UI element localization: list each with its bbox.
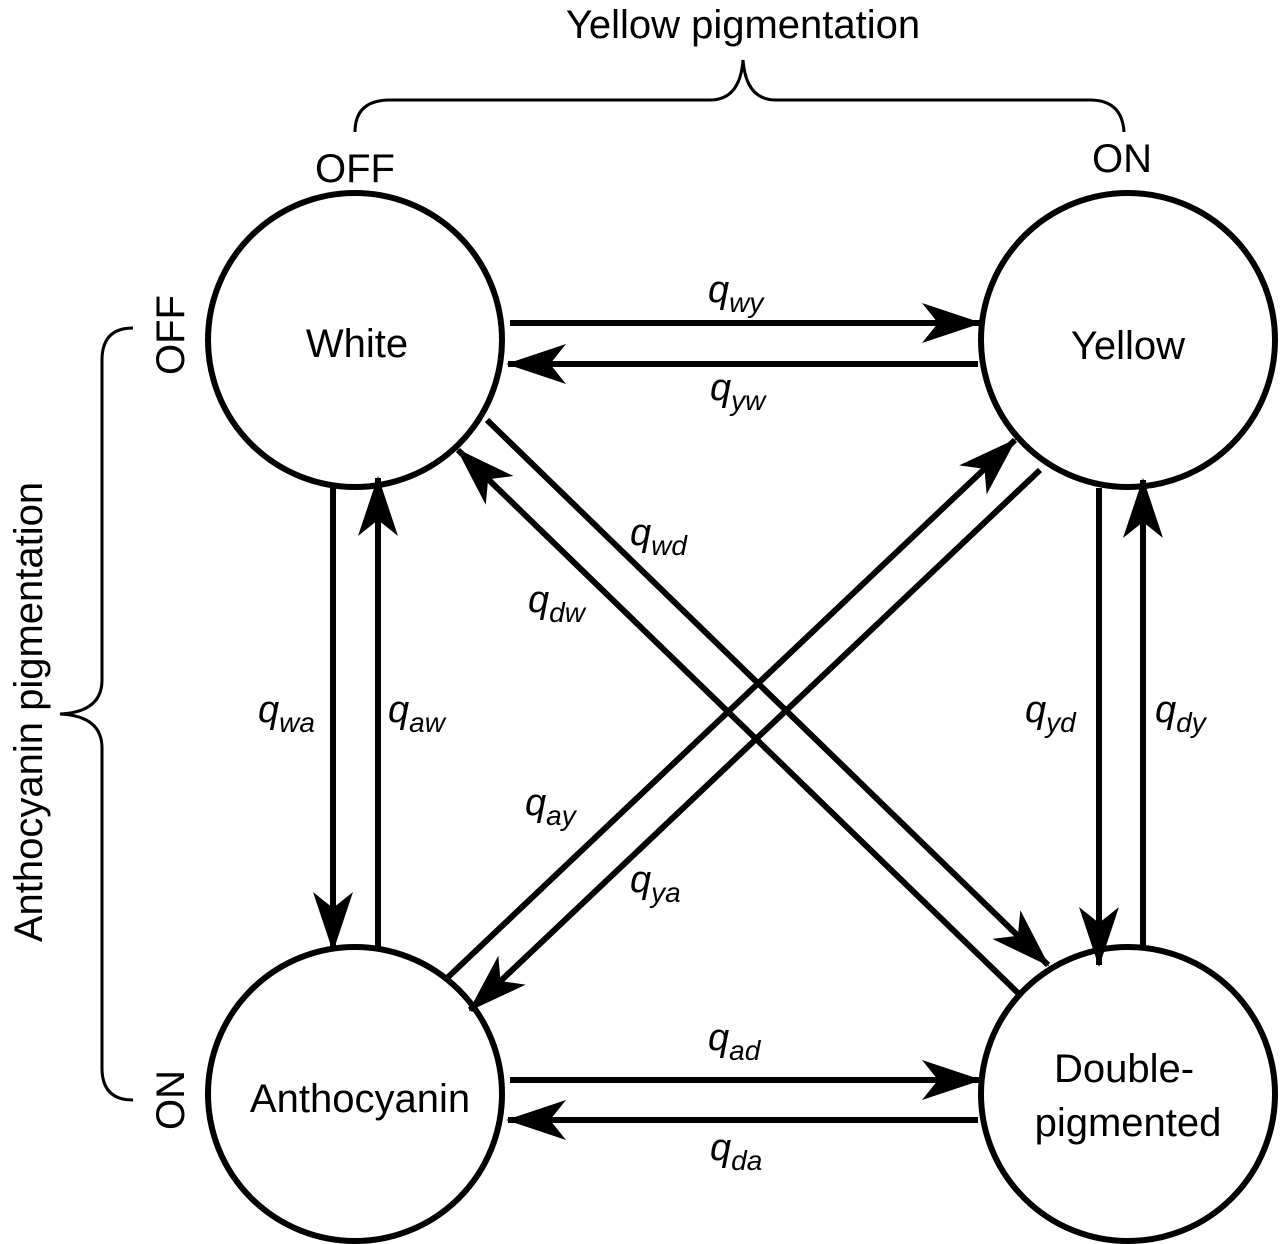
arrow-white-to-double <box>484 417 1051 968</box>
rate-label-ad: qad <box>708 1017 762 1066</box>
anthocyanin-off-label: OFF <box>149 295 193 375</box>
rate-label-yd: qyd <box>1025 689 1077 738</box>
rate-label-wa: qwa <box>258 689 315 738</box>
state-white-label: White <box>306 322 408 366</box>
yellow-off-label: OFF <box>315 147 395 191</box>
anthocyanin-on-label: ON <box>149 1070 193 1130</box>
arrow-anthocyanin-to-yellow <box>442 437 1018 983</box>
arrow-double-to-white <box>455 447 1021 996</box>
rate-label-aw: qaw <box>388 689 447 738</box>
state-anthocyanin-label: Anthocyanin <box>250 1077 470 1121</box>
rate-label-wy: qwy <box>708 269 765 318</box>
rate-label-dw: qdw <box>528 579 587 628</box>
state-double-label-line1: Double- <box>1054 1047 1194 1091</box>
rate-label-da: qda <box>710 1127 762 1176</box>
state-double-pigmented <box>978 944 1278 1244</box>
anthocyanin-axis-brace <box>59 326 134 1102</box>
state-double-label-line2: pigmented <box>1035 1101 1222 1145</box>
anthocyanin-axis-title: Anthocyanin pigmentation <box>7 482 51 942</box>
rate-label-ya: qya <box>630 859 681 908</box>
rate-label-dy: qdy <box>1155 689 1208 738</box>
arrow-yellow-to-anthocyanin <box>467 467 1043 1013</box>
yellow-on-label: ON <box>1092 137 1152 181</box>
state-anthocyanin <box>205 944 505 1244</box>
state-white <box>205 190 505 490</box>
rate-label-wd: qwd <box>630 512 688 561</box>
rate-label-ay: qay <box>525 782 578 831</box>
yellow-axis-brace <box>353 59 1126 133</box>
state-yellow-label: Yellow <box>1071 324 1185 368</box>
yellow-axis-title: Yellow pigmentation <box>566 3 920 47</box>
rate-label-yw: qyw <box>710 367 767 416</box>
